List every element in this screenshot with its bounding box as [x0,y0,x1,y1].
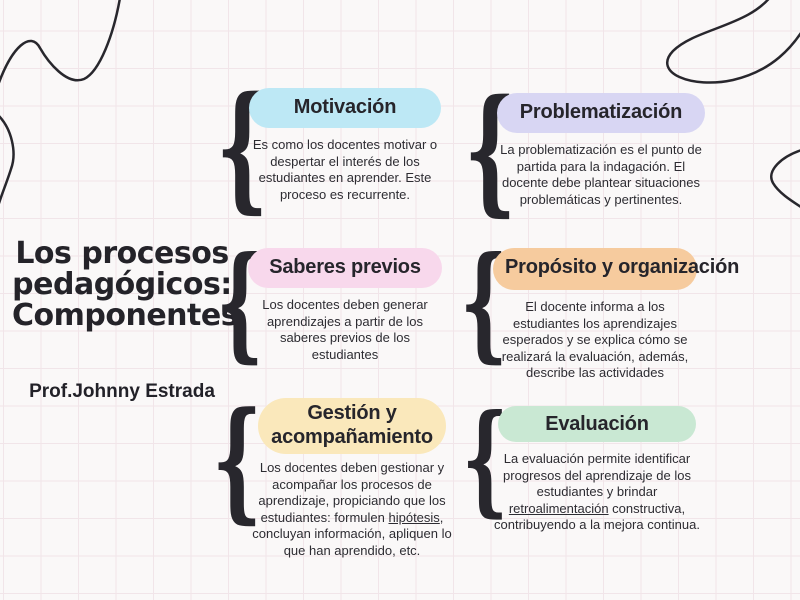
squiggle-top-left-icon [0,0,121,204]
curly-brace-icon: { [464,70,517,230]
curly-brace-icon: { [216,67,269,227]
component-label: Evaluación [545,413,649,435]
component-card-motivacion: { Motivación Es como los docentes motiva… [216,79,442,215]
component-description: La evaluación permite identificar progre… [494,451,700,532]
component-label: Propósito y organización [505,256,740,278]
component-label: Gestión y acompañamiento [271,402,433,448]
page-title-line-2: pedagógicos: [12,267,232,302]
page-title: Los procesos pedagógicos: Componentes [12,236,239,333]
component-card-evaluacion: { Evaluación La evaluación permite ident… [462,399,700,534]
component-card-proposito-y-organizacion: { Propósito y organización El docente in… [460,241,740,382]
component-pill-proposito-y-organizacion: Propósito y organización [493,248,740,290]
page-title-line-3: Componentes [12,298,239,333]
page-title-line-1: Los procesos [15,236,229,271]
curly-brace-icon: { [462,388,509,529]
component-label: Motivación [293,96,397,118]
component-label: Saberes previos [269,256,421,278]
component-description: La problematización es el punto de parti… [500,142,702,207]
component-pill-saberes-previos: Saberes previos [248,248,442,288]
component-card-gestion-y-acompanamiento: { Gestión y acompañamiento Los docentes … [212,395,460,559]
component-pill-motivacion: Motivación [249,88,441,128]
component-card-saberes-previos: { Saberes previos Los docentes deben gen… [216,241,442,364]
component-card-problematizacion: { Problematización La problematización e… [464,82,706,218]
component-label: Problematización [519,101,683,123]
curly-brace-icon: { [216,230,264,375]
component-description: Los docentes deben generar aprendizajes … [262,297,428,362]
component-pill-evaluacion: Evaluación [498,406,696,442]
component-description: Los docentes deben gestionar y acompañar… [252,460,452,558]
curly-brace-icon: { [460,230,508,375]
author-name: Prof.Johnny Estrada [29,381,215,402]
component-description: Es como los docentes motivar o despertar… [252,137,438,202]
curly-brace-icon: { [212,383,263,536]
component-pill-problematizacion: Problematización [497,93,705,133]
component-description: El docente informa a los estudiantes los… [501,299,689,380]
component-pill-gestion-y-acompanamiento: Gestión y acompañamiento [258,398,446,454]
